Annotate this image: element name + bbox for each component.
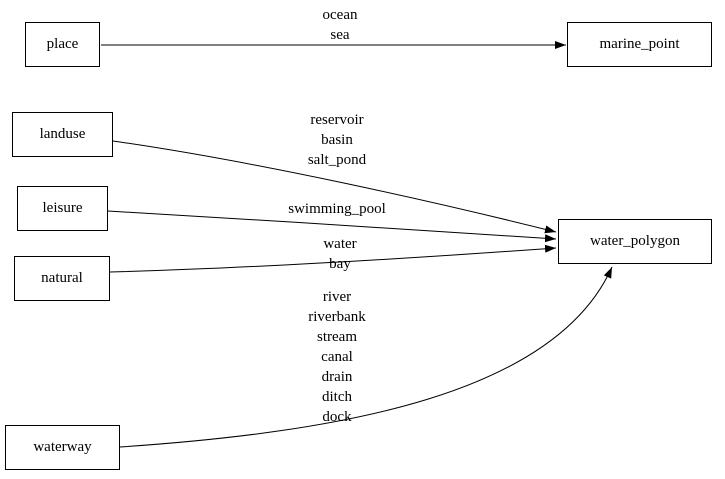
node-place-label: place <box>46 36 79 52</box>
node-landuse: landuse <box>12 112 113 157</box>
node-landuse-label: landuse <box>39 126 86 142</box>
node-waterway: waterway <box>5 425 120 470</box>
edge-waterway-water-polygon <box>119 266 613 448</box>
node-waterway-label: waterway <box>33 439 92 455</box>
node-leisure-label: leisure <box>42 200 83 216</box>
edge-landuse-water-polygon <box>112 140 557 234</box>
edge-natural-water-polygon <box>109 244 557 273</box>
node-natural-label: natural <box>41 270 83 286</box>
edge-label-natural-water-polygon: water bay <box>323 236 357 272</box>
node-marine-point-label: marine_point <box>599 36 680 52</box>
node-marine-point: marine_point <box>567 22 712 67</box>
edge-label-leisure-water-polygon: swimming_pool <box>288 201 386 217</box>
node-water-polygon: water_polygon <box>558 219 712 264</box>
edge-label-waterway-water-polygon: river riverbank stream canal drain ditch… <box>308 289 366 425</box>
node-water-polygon-label: water_polygon <box>590 233 680 249</box>
node-natural: natural <box>14 256 110 301</box>
edge-leisure-water-polygon <box>107 210 557 243</box>
edge-label-place-marine-point: ocean sea <box>322 7 358 43</box>
node-leisure: leisure <box>17 186 108 231</box>
edge-label-landuse-water-polygon: reservoir basin salt_pond <box>307 112 367 168</box>
node-place: place <box>25 22 100 67</box>
